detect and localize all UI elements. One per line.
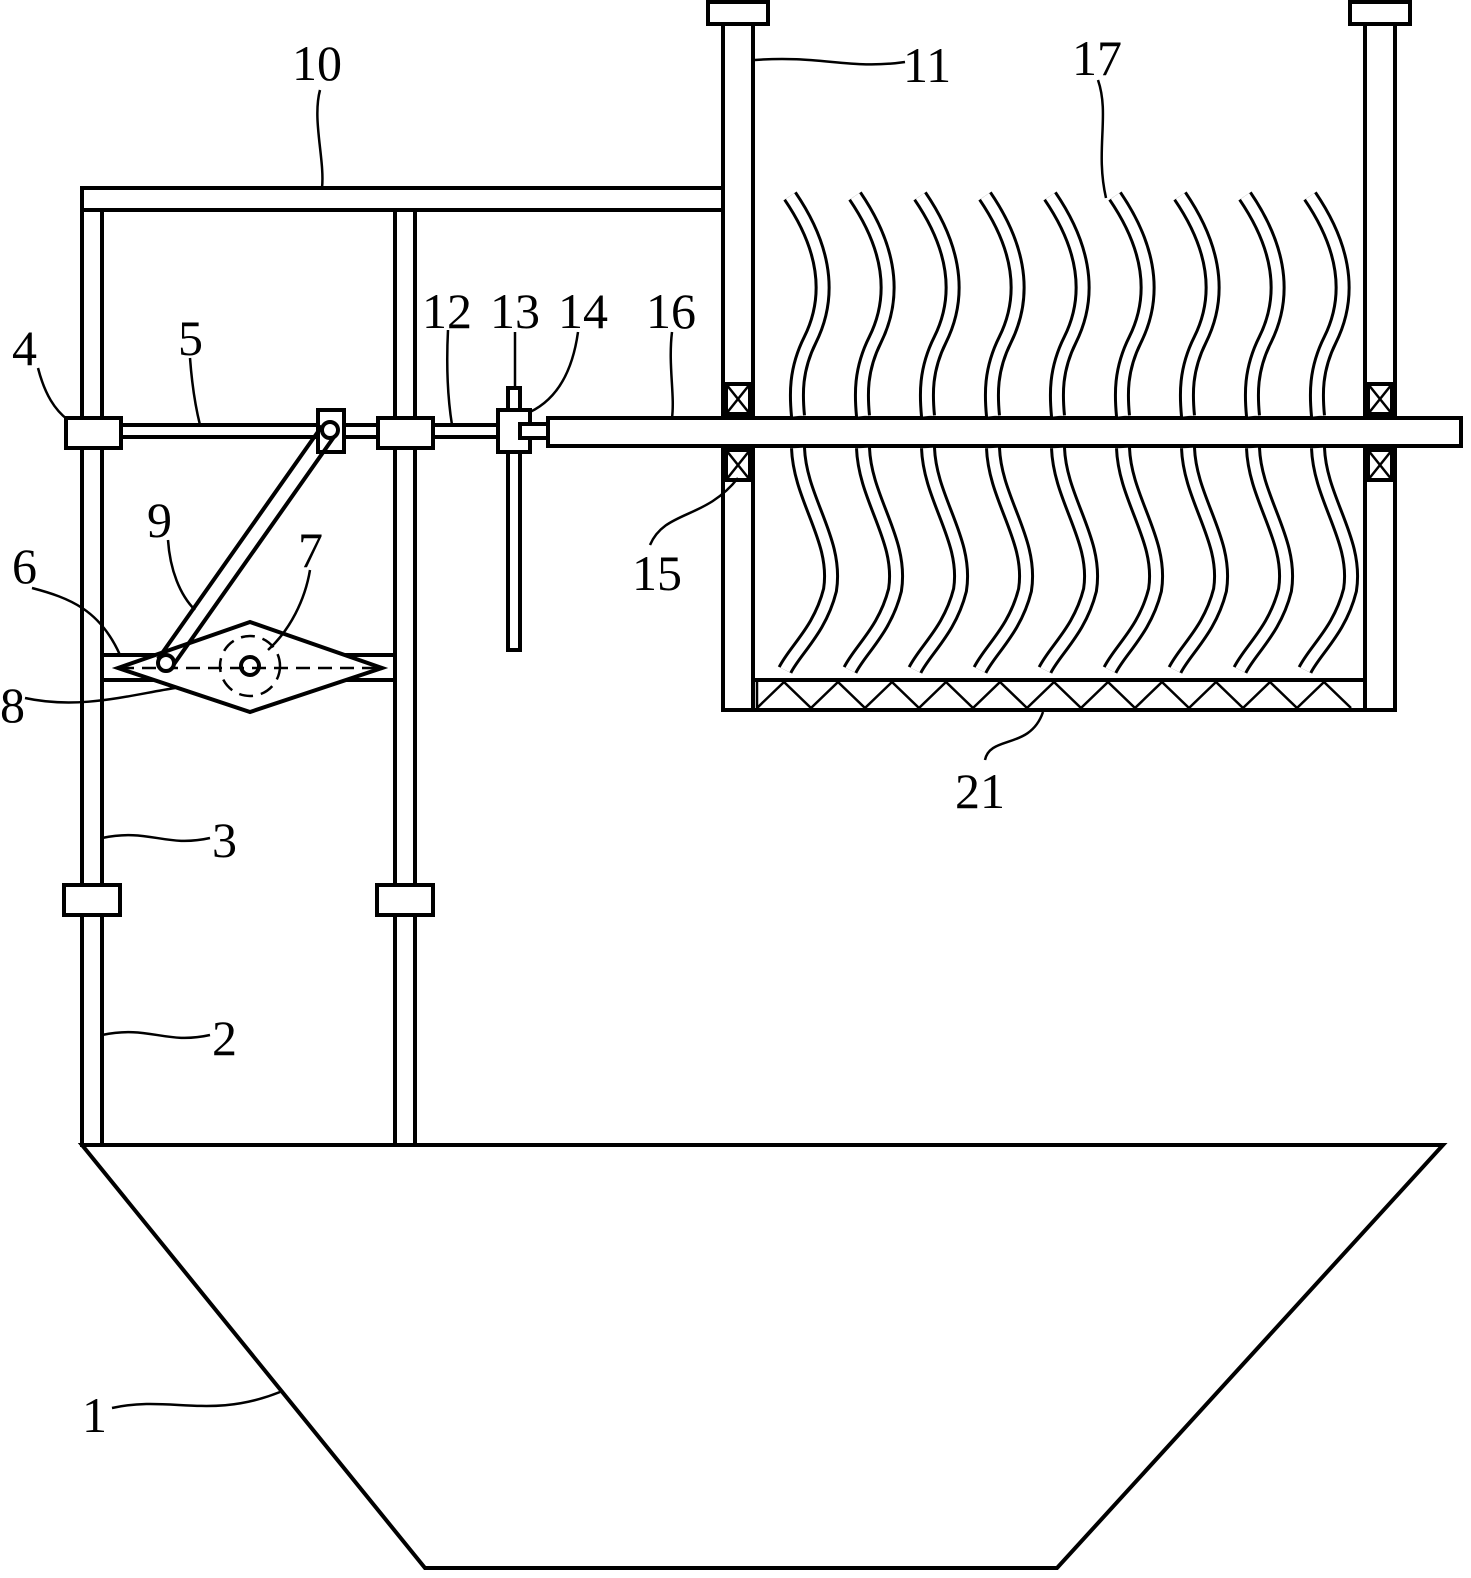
connecting-link-edge-b bbox=[170, 432, 338, 669]
leader-10 bbox=[316, 89, 324, 189]
blade-2-fill-2 bbox=[845, 447, 902, 673]
right-guide-sleeve bbox=[376, 416, 435, 450]
label-2: 2 bbox=[212, 1010, 237, 1066]
right-upper-post bbox=[393, 208, 417, 887]
blade-6-fill-2 bbox=[1105, 447, 1162, 673]
bearing-cross-b-4 bbox=[1367, 449, 1393, 481]
leader-15 bbox=[648, 477, 739, 546]
leader-2 bbox=[101, 1030, 211, 1040]
left-upper-post bbox=[80, 208, 104, 887]
blade-7-fill-2 bbox=[1170, 447, 1227, 673]
leader-21 bbox=[983, 711, 1045, 761]
blade-7-fill-1 bbox=[1175, 193, 1218, 417]
label-17: 17 bbox=[1072, 30, 1122, 86]
label-6: 6 bbox=[12, 538, 37, 594]
leader-5 bbox=[188, 357, 202, 426]
label-8: 8 bbox=[0, 677, 25, 733]
left-frame-cap bbox=[706, 0, 770, 26]
leader-4 bbox=[36, 367, 69, 421]
leader-8 bbox=[24, 686, 176, 704]
blade-8-fill-1 bbox=[1240, 193, 1283, 417]
blade-3-fill-1 bbox=[915, 193, 958, 417]
leader-16 bbox=[669, 331, 675, 419]
right-post-sleeve bbox=[375, 883, 435, 917]
cam-circle bbox=[218, 634, 282, 698]
blade-4-fill-2 bbox=[975, 447, 1032, 673]
main-shaft bbox=[546, 416, 1463, 448]
leader-7 bbox=[267, 569, 312, 651]
cam-axle bbox=[239, 655, 261, 677]
blade-9-fill-1 bbox=[1305, 193, 1348, 417]
label-14: 14 bbox=[558, 283, 608, 339]
shaft-coupler bbox=[518, 422, 550, 440]
left-post-sleeve bbox=[62, 883, 122, 917]
leader-lines bbox=[24, 57, 1108, 1410]
right-vertical-frame bbox=[1363, 18, 1397, 712]
bearing-cross-b-3 bbox=[1367, 383, 1393, 415]
screen-hatch-zigzag bbox=[755, 680, 1352, 711]
leader-14 bbox=[529, 331, 580, 414]
label-15: 15 bbox=[632, 545, 682, 601]
leader-17 bbox=[1096, 79, 1108, 199]
label-1: 1 bbox=[82, 1387, 107, 1443]
left-guide-sleeve bbox=[64, 416, 123, 450]
label-16: 16 bbox=[646, 283, 696, 339]
blade-8-fill-2 bbox=[1235, 447, 1292, 673]
blade-5-fill-2 bbox=[1040, 447, 1097, 673]
blade-2-fill-1 bbox=[850, 193, 893, 417]
blade-6-fill-1 bbox=[1110, 193, 1153, 417]
leader-6 bbox=[31, 586, 122, 656]
bearing-cross-b-2 bbox=[725, 449, 751, 481]
link-pivot-high bbox=[320, 420, 340, 440]
screen-plate bbox=[751, 678, 1367, 712]
blade-5-fill-1 bbox=[1045, 193, 1088, 417]
blade-1-fill-1 bbox=[785, 193, 828, 417]
label-9: 9 bbox=[147, 492, 172, 548]
label-21: 21 bbox=[955, 763, 1005, 819]
leader-1 bbox=[111, 1390, 281, 1410]
hopper-base bbox=[77, 1143, 1448, 1570]
label-10: 10 bbox=[292, 35, 342, 91]
label-7: 7 bbox=[298, 522, 323, 578]
blade-1-fill-2 bbox=[780, 447, 837, 673]
leader-3 bbox=[101, 833, 211, 843]
bearing-cross-b-1 bbox=[725, 383, 751, 415]
left-lower-post bbox=[80, 913, 104, 1147]
label-12: 12 bbox=[422, 283, 472, 339]
wavy-blades bbox=[777, 191, 1360, 674]
link-pivot-low bbox=[156, 653, 176, 673]
blade-4-fill-1 bbox=[980, 193, 1023, 417]
short-shaft bbox=[431, 423, 505, 439]
right-frame-cap bbox=[1348, 0, 1412, 26]
cam-plate bbox=[111, 619, 389, 715]
top-beam bbox=[80, 186, 729, 212]
left-vertical-frame bbox=[721, 18, 755, 712]
right-lower-post bbox=[393, 913, 417, 1147]
label-4: 4 bbox=[12, 320, 37, 376]
leader-9 bbox=[166, 539, 196, 611]
bearings bbox=[724, 382, 1394, 482]
blade-9-fill-2 bbox=[1300, 447, 1357, 673]
screen-hatch bbox=[755, 680, 1352, 711]
label-11: 11 bbox=[903, 37, 951, 93]
leader-11 bbox=[754, 57, 906, 66]
blade-3-fill-2 bbox=[910, 447, 967, 673]
label-13: 13 bbox=[490, 283, 540, 339]
label-3: 3 bbox=[212, 812, 237, 868]
label-5: 5 bbox=[178, 310, 203, 366]
leader-12 bbox=[445, 329, 454, 426]
connecting-link-edge-a bbox=[156, 424, 324, 661]
